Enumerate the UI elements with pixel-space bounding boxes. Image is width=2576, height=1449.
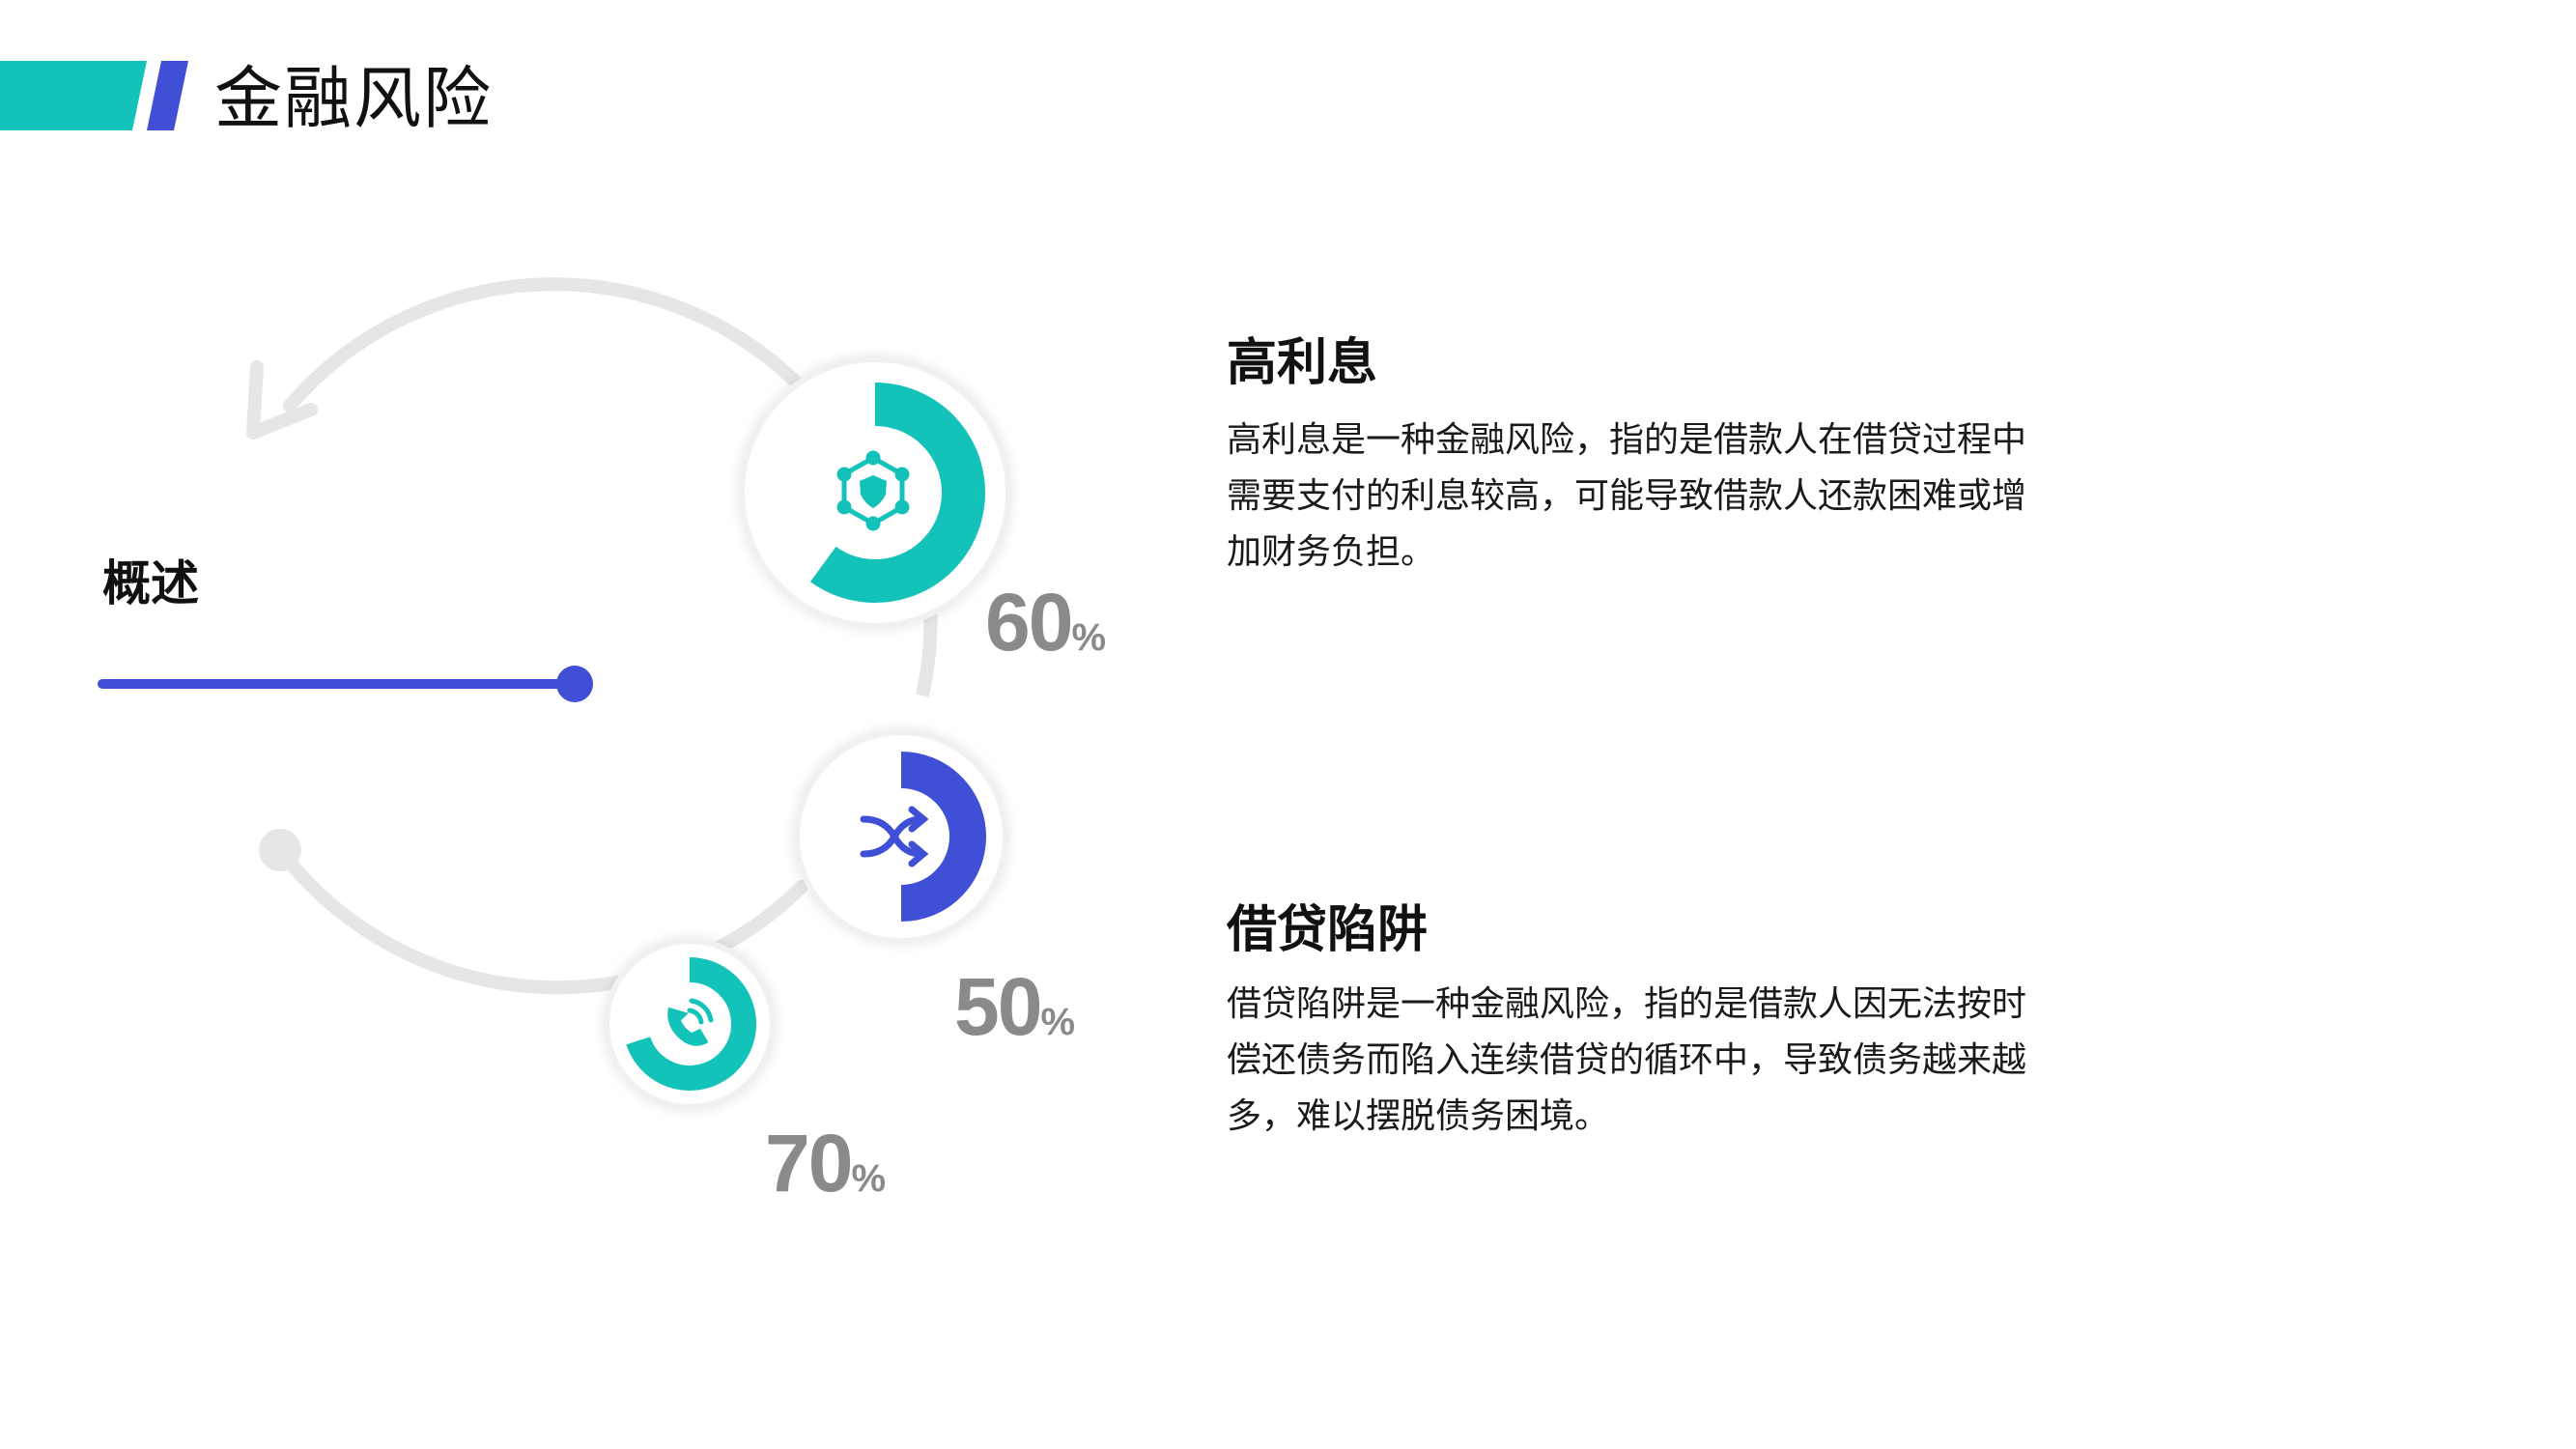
- section-body-loan-trap: 借贷陷阱是一种金融风险，指的是借款人因无法按时偿还债务而陷入连续借贷的循环中，导…: [1227, 983, 2027, 1135]
- gauge-progress-arc-2: [900, 752, 986, 922]
- percent-label-3: 70%: [765, 1118, 887, 1208]
- section-heading-loan-trap: 借贷陷阱: [1227, 902, 1429, 958]
- percent-label-1: 60%: [985, 577, 1107, 668]
- gauge-progress-arc-3: [626, 957, 756, 1091]
- overview-label: 概述: [102, 556, 199, 611]
- section-heading-high-interest: 高利息: [1227, 335, 1378, 391]
- shield-network-icon: [836, 450, 910, 531]
- shuffle-icon: [860, 806, 929, 867]
- percent-label-2: 50%: [954, 961, 1076, 1052]
- cycle-arc-track: [273, 843, 808, 995]
- cycle-start-dot: [259, 829, 301, 871]
- phone-call-icon: [667, 998, 714, 1046]
- section-body-high-interest: 高利息是一种金融风险，指的是借款人在借贷过程中需要支付的利息较高，可能导致借款人…: [1227, 419, 2027, 571]
- header-teal-bar: [0, 61, 147, 130]
- cycle-arc-top: [283, 277, 816, 412]
- arrow-head-icon: [246, 360, 318, 440]
- overview-dot: [556, 666, 593, 702]
- header-blue-slash: [147, 61, 188, 130]
- page-title: 金融风险: [214, 61, 493, 136]
- gauge-progress-arc-1: [810, 383, 985, 603]
